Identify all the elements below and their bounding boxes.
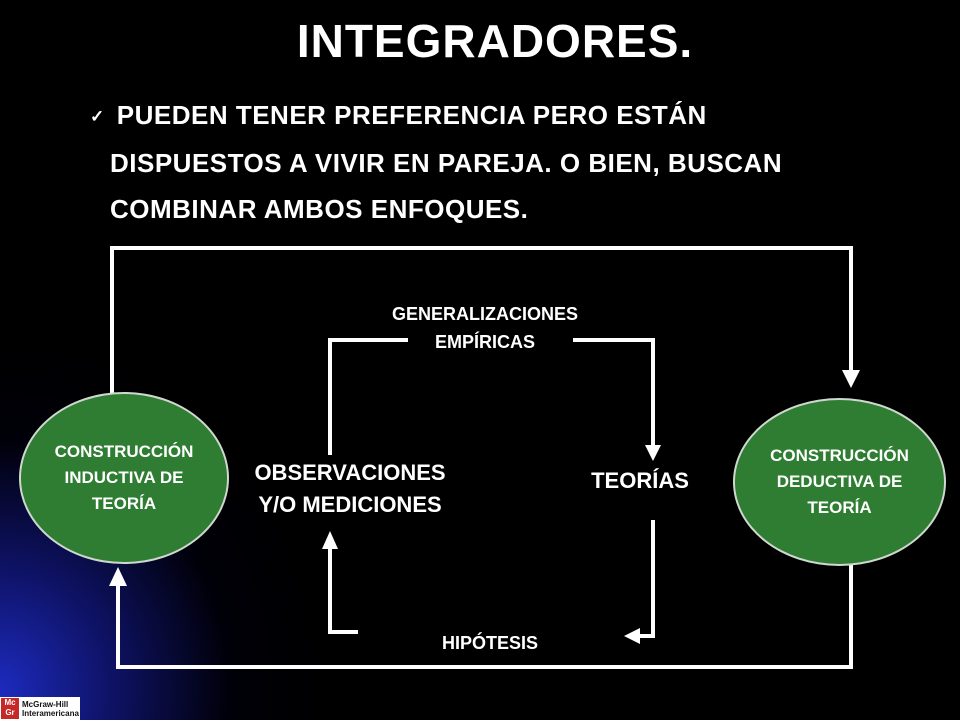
bullet-line-3: COMBINAR AMBOS ENFOQUES. xyxy=(110,194,529,224)
observaciones-node: OBSERVACIONES Y/O MEDICIONES xyxy=(220,457,480,521)
slide-title: INTEGRADORES. xyxy=(296,15,694,67)
observaciones-line-2: Y/O MEDICIONES xyxy=(258,492,442,517)
deductive-label-line-2: DEDUCTIVA DE xyxy=(776,472,903,491)
deductive-label-line-3: TEORÍA xyxy=(807,498,872,517)
obs-to-gen-connector xyxy=(328,338,408,455)
checkmark-icon: ✓ xyxy=(90,107,105,126)
gen-to-teorias-connector xyxy=(573,338,655,448)
logo-line-1: McGraw-Hill xyxy=(22,699,69,709)
logo-line-2: Interamericana xyxy=(22,708,79,718)
generalizaciones-node: GENERALIZACIONES EMPÍRICAS xyxy=(340,300,630,356)
teorias-node: TEORÍAS xyxy=(591,468,689,493)
arrowhead-left-hipotesis xyxy=(624,628,640,644)
arrowhead-up-observaciones xyxy=(322,531,338,549)
generalizaciones-line-2: EMPÍRICAS xyxy=(434,332,535,352)
inductive-label-line-1: CONSTRUCCIÓN xyxy=(54,442,194,461)
outer-top-connector xyxy=(110,246,853,395)
hip-to-obs-connector xyxy=(328,548,358,634)
inductive-label-line-2: INDUCTIVA DE xyxy=(64,468,184,487)
inductive-construction-node: CONSTRUCCIÓN INDUCTIVA DE TEORÍA xyxy=(19,392,229,564)
observaciones-line-1: OBSERVACIONES xyxy=(254,460,446,485)
hipotesis-node: HIPÓTESIS xyxy=(441,633,539,653)
outer-bottom-connector xyxy=(116,565,853,669)
deductive-label-line-1: CONSTRUCCIÓN xyxy=(770,446,909,465)
generalizaciones-line-1: GENERALIZACIONES xyxy=(391,304,578,324)
inductive-label-line-3: TEORÍA xyxy=(91,494,157,513)
arrowhead-down-deductive xyxy=(842,370,860,388)
bullet-text: ✓PUEDEN TENER PREFERENCIA PERO ESTÁN DIS… xyxy=(90,92,920,232)
bullet-line-2: DISPUESTOS A VIVIR EN PAREJA. O BIEN, BU… xyxy=(110,148,783,178)
arrowhead-down-teorias xyxy=(645,445,661,461)
arrowhead-up-inductive xyxy=(109,567,127,586)
bullet-line-1: ✓PUEDEN TENER PREFERENCIA PERO ESTÁN xyxy=(90,100,707,130)
teorias-to-hip-connector xyxy=(636,520,655,638)
deductive-construction-node: CONSTRUCCIÓN DEDUCTIVA DE TEORÍA xyxy=(733,398,946,566)
